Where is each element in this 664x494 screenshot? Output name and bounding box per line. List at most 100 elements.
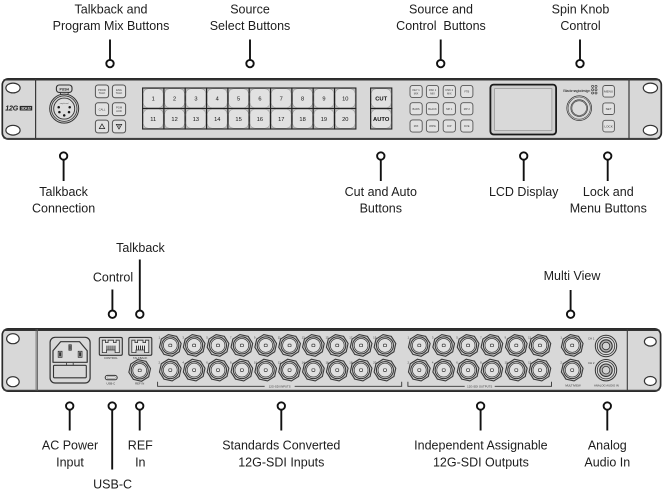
svg-text:16: 16 bbox=[325, 360, 329, 364]
svg-text:CH 1: CH 1 bbox=[588, 337, 595, 341]
svg-text:Source and: Source and bbox=[409, 2, 473, 16]
svg-text:11: 11 bbox=[528, 336, 531, 340]
svg-text:MP 2: MP 2 bbox=[464, 107, 471, 111]
svg-text:7: 7 bbox=[230, 336, 232, 340]
svg-text:DSK 2: DSK 2 bbox=[446, 88, 454, 92]
svg-text:13: 13 bbox=[302, 336, 306, 340]
svg-text:3: 3 bbox=[194, 96, 197, 102]
svg-text:Source: Source bbox=[230, 2, 270, 16]
svg-text:9: 9 bbox=[254, 336, 256, 340]
svg-text:AUTO: AUTO bbox=[373, 117, 390, 123]
svg-text:2: 2 bbox=[159, 360, 161, 364]
svg-text:Control Buttons: Control Buttons bbox=[396, 19, 486, 33]
svg-text:MULTIVIEW: MULTIVIEW bbox=[565, 383, 581, 387]
svg-text:AUD: AUD bbox=[116, 109, 122, 113]
svg-text:CH 2: CH 2 bbox=[588, 361, 595, 365]
svg-text:ENG: ENG bbox=[116, 88, 122, 92]
svg-text:Standards Converted: Standards Converted bbox=[222, 439, 340, 453]
svg-text:18: 18 bbox=[299, 117, 305, 123]
svg-text:amphenol: amphenol bbox=[60, 103, 69, 105]
svg-text:MIX: MIX bbox=[447, 91, 452, 95]
svg-text:REF: REF bbox=[128, 439, 153, 453]
svg-text:PGM: PGM bbox=[116, 106, 123, 110]
svg-text:2: 2 bbox=[560, 360, 562, 364]
svg-text:LCD Display: LCD Display bbox=[489, 185, 559, 199]
svg-text:12G-SDI OUTPUTS: 12G-SDI OUTPUTS bbox=[467, 385, 492, 389]
svg-text:Connection: Connection bbox=[32, 202, 95, 216]
svg-text:WIPE: WIPE bbox=[429, 124, 436, 128]
svg-text:Spin Knob: Spin Knob bbox=[552, 2, 610, 16]
svg-text:USB-C: USB-C bbox=[106, 381, 115, 385]
svg-text:Lock and: Lock and bbox=[583, 185, 634, 199]
svg-text:12G-SDI INPUTS: 12G-SDI INPUTS bbox=[269, 385, 291, 389]
svg-text:3: 3 bbox=[432, 336, 434, 340]
svg-text:17: 17 bbox=[349, 336, 353, 340]
svg-text:5: 5 bbox=[456, 336, 458, 340]
svg-text:DSK 1: DSK 1 bbox=[429, 88, 437, 92]
svg-text:9: 9 bbox=[505, 336, 507, 340]
svg-text:12: 12 bbox=[528, 360, 532, 364]
svg-text:3: 3 bbox=[182, 336, 184, 340]
svg-text:DVE: DVE bbox=[464, 124, 470, 128]
svg-text:FTB: FTB bbox=[464, 90, 469, 94]
svg-text:Audio In: Audio In bbox=[584, 455, 630, 469]
svg-text:MIX: MIX bbox=[414, 91, 419, 95]
svg-text:Talkback: Talkback bbox=[39, 185, 88, 199]
svg-text:4: 4 bbox=[432, 360, 434, 364]
svg-text:SDI-12: SDI-12 bbox=[21, 107, 31, 111]
svg-text:11: 11 bbox=[278, 336, 281, 340]
svg-text:BARS: BARS bbox=[413, 107, 420, 111]
svg-text:7: 7 bbox=[280, 96, 283, 102]
svg-text:6: 6 bbox=[258, 96, 261, 102]
svg-text:12: 12 bbox=[278, 360, 282, 364]
svg-text:Analog: Analog bbox=[588, 439, 627, 453]
svg-text:1: 1 bbox=[159, 336, 161, 340]
svg-text:CONTROL: CONTROL bbox=[104, 356, 118, 360]
svg-text:10: 10 bbox=[505, 360, 509, 364]
svg-text:12G-SDI Inputs: 12G-SDI Inputs bbox=[238, 455, 324, 469]
svg-text:LOCK: LOCK bbox=[604, 124, 613, 128]
svg-text:Blackmagicdesign: Blackmagicdesign bbox=[563, 88, 590, 93]
svg-text:17: 17 bbox=[278, 117, 284, 123]
svg-text:Control: Control bbox=[560, 19, 600, 33]
svg-text:15: 15 bbox=[325, 336, 329, 340]
svg-text:12G: 12G bbox=[5, 106, 19, 113]
svg-text:Cut and Auto: Cut and Auto bbox=[345, 185, 417, 199]
svg-text:11: 11 bbox=[150, 117, 156, 123]
svg-text:BLACK: BLACK bbox=[428, 107, 437, 111]
svg-text:TALK: TALK bbox=[99, 91, 106, 95]
svg-text:Independent Assignable: Independent Assignable bbox=[414, 439, 547, 453]
svg-text:CALL: CALL bbox=[99, 107, 106, 111]
svg-text:2: 2 bbox=[408, 360, 410, 364]
svg-text:TALKBACK: TALKBACK bbox=[133, 356, 148, 360]
svg-text:1: 1 bbox=[152, 96, 155, 102]
svg-text:Select Buttons: Select Buttons bbox=[210, 19, 291, 33]
svg-text:KEY 1: KEY 1 bbox=[412, 88, 420, 92]
svg-text:20: 20 bbox=[342, 117, 348, 123]
svg-text:14: 14 bbox=[302, 360, 306, 364]
svg-text:Control: Control bbox=[93, 270, 133, 284]
svg-text:13: 13 bbox=[193, 117, 199, 123]
svg-text:REF IN: REF IN bbox=[135, 381, 144, 385]
svg-text:6: 6 bbox=[456, 360, 458, 364]
svg-text:PROD: PROD bbox=[98, 88, 106, 92]
svg-text:20: 20 bbox=[373, 360, 377, 364]
svg-text:Input: Input bbox=[56, 455, 84, 469]
svg-text:19: 19 bbox=[373, 336, 377, 340]
svg-text:PUSH: PUSH bbox=[59, 88, 69, 92]
svg-text:CUT: CUT bbox=[375, 96, 387, 102]
svg-text:16: 16 bbox=[257, 117, 263, 123]
svg-text:Talkback: Talkback bbox=[116, 241, 165, 255]
svg-text:ANALOG AUDIO IN: ANALOG AUDIO IN bbox=[594, 383, 619, 387]
svg-text:14: 14 bbox=[214, 117, 220, 123]
svg-text:Menu Buttons: Menu Buttons bbox=[570, 202, 647, 216]
svg-text:6: 6 bbox=[206, 360, 208, 364]
svg-text:AC Power: AC Power bbox=[42, 439, 98, 453]
svg-text:USB-C: USB-C bbox=[93, 477, 132, 491]
svg-text:TALK: TALK bbox=[116, 91, 123, 95]
svg-text:12G-SDI Outputs: 12G-SDI Outputs bbox=[433, 455, 529, 469]
svg-text:MIX: MIX bbox=[414, 124, 419, 128]
svg-text:10: 10 bbox=[342, 96, 348, 102]
svg-text:SET: SET bbox=[606, 107, 612, 111]
svg-text:Buttons: Buttons bbox=[360, 202, 402, 216]
